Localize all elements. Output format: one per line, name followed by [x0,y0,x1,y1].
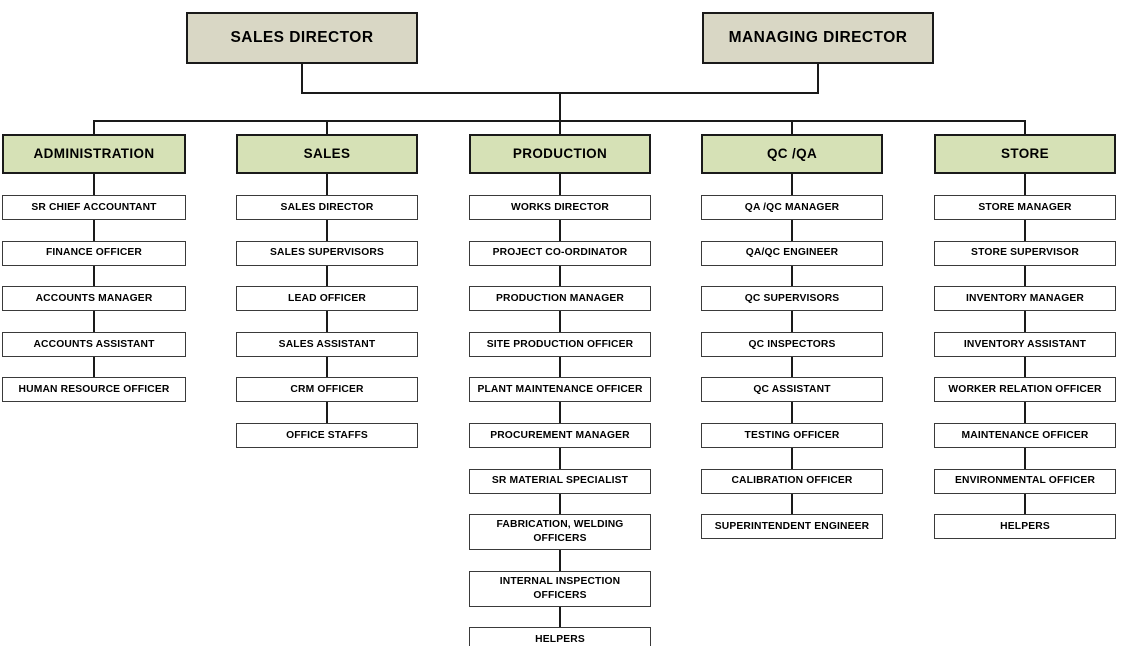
executive-stem-0 [301,64,303,94]
role-box-2-7[interactable]: FABRICATION, WELDING OFFICERS [469,514,651,551]
connector-2-8 [559,550,561,572]
role-box-2-1[interactable]: PROJECT CO-ORDINATOR [469,240,651,266]
role-box-2-5[interactable]: PROCUREMENT MANAGER [469,423,651,448]
role-box-4-3[interactable]: INVENTORY ASSISTANT [934,331,1116,357]
connector-2-1 [559,220,561,242]
connector-3-4 [791,356,793,379]
connector-2-3 [559,311,561,333]
connector-4-5 [1024,402,1026,424]
connector-4-0 [1024,174,1026,196]
department-stem-3 [791,120,793,136]
role-box-4-7[interactable]: HELPERS [934,514,1116,540]
connector-2-0 [559,174,561,196]
connector-1-2 [326,265,328,288]
department-stem-2 [559,120,561,136]
connector-1-4 [326,356,328,379]
connector-3-1 [791,220,793,242]
role-box-4-6[interactable]: ENVIRONMENTAL OFFICER [934,468,1116,494]
connector-1-3 [326,311,328,333]
role-box-0-2[interactable]: ACCOUNTS MANAGER [2,286,186,312]
department-header-4[interactable]: STORE [934,134,1116,174]
department-header-3[interactable]: QC /QA [701,134,883,174]
role-box-3-4[interactable]: QC ASSISTANT [701,377,883,403]
connector-3-0 [791,174,793,196]
department-header-2[interactable]: PRODUCTION [469,134,651,174]
role-box-4-5[interactable]: MAINTENANCE OFFICER [934,423,1116,448]
connector-2-2 [559,265,561,288]
role-box-3-7[interactable]: SUPERINTENDENT ENGINEER [701,514,883,540]
role-box-0-3[interactable]: ACCOUNTS ASSISTANT [2,331,186,357]
connector-0-0 [93,174,95,196]
role-box-2-0[interactable]: WORKS DIRECTOR [469,195,651,220]
executive-to-department-stem [559,92,561,122]
connector-3-6 [791,448,793,470]
connector-4-6 [1024,448,1026,470]
role-box-4-4[interactable]: WORKER RELATION OFFICER [934,377,1116,403]
department-header-1[interactable]: SALES [236,134,418,174]
department-stem-0 [93,120,95,136]
connector-1-0 [326,174,328,196]
connector-2-5 [559,402,561,424]
role-box-2-4[interactable]: PLANT MAINTENANCE OFFICER [469,377,651,403]
connector-2-9 [559,606,561,629]
connector-1-5 [326,402,328,424]
connector-2-4 [559,356,561,379]
connector-4-2 [1024,265,1026,288]
connector-2-7 [559,493,561,516]
role-box-3-6[interactable]: CALIBRATION OFFICER [701,468,883,494]
connector-0-2 [93,265,95,288]
role-box-1-4[interactable]: CRM OFFICER [236,377,418,403]
role-box-2-9[interactable]: HELPERS [469,627,651,646]
role-box-1-2[interactable]: LEAD OFFICER [236,286,418,312]
role-box-1-1[interactable]: SALES SUPERVISORS [236,240,418,266]
role-box-2-2[interactable]: PRODUCTION MANAGER [469,286,651,312]
connector-3-7 [791,493,793,516]
department-header-0[interactable]: ADMINISTRATION [2,134,186,174]
role-box-4-0[interactable]: STORE MANAGER [934,195,1116,220]
connector-4-1 [1024,220,1026,242]
role-box-2-3[interactable]: SITE PRODUCTION OFFICER [469,331,651,357]
connector-4-7 [1024,493,1026,516]
role-box-3-0[interactable]: QA /QC MANAGER [701,195,883,220]
role-box-0-0[interactable]: SR CHIEF ACCOUNTANT [2,195,186,220]
connector-0-4 [93,356,95,379]
role-box-0-1[interactable]: FINANCE OFFICER [2,240,186,266]
role-box-3-1[interactable]: QA/QC ENGINEER [701,240,883,266]
role-box-4-2[interactable]: INVENTORY MANAGER [934,286,1116,312]
role-box-2-6[interactable]: SR MATERIAL SPECIALIST [469,468,651,494]
connector-3-5 [791,402,793,424]
role-box-3-3[interactable]: QC INSPECTORS [701,331,883,357]
role-box-3-5[interactable]: TESTING OFFICER [701,423,883,448]
connector-3-3 [791,311,793,333]
connector-0-3 [93,311,95,333]
role-box-2-8[interactable]: INTERNAL INSPECTION OFFICERS [469,570,651,607]
connector-2-6 [559,448,561,470]
executive-box-0[interactable]: SALES DIRECTOR [186,12,418,64]
executive-box-1[interactable]: MANAGING DIRECTOR [702,12,934,64]
role-box-1-5[interactable]: OFFICE STAFFS [236,423,418,448]
connector-4-4 [1024,356,1026,379]
department-stem-1 [326,120,328,136]
role-box-4-1[interactable]: STORE SUPERVISOR [934,240,1116,266]
role-box-3-2[interactable]: QC SUPERVISORS [701,286,883,312]
connector-1-1 [326,220,328,242]
role-box-1-3[interactable]: SALES ASSISTANT [236,331,418,357]
connector-0-1 [93,220,95,242]
role-box-1-0[interactable]: SALES DIRECTOR [236,195,418,220]
role-box-0-4[interactable]: HUMAN RESOURCE OFFICER [2,377,186,403]
executive-stem-1 [817,64,819,94]
department-stem-4 [1024,120,1026,136]
connector-3-2 [791,265,793,288]
connector-4-3 [1024,311,1026,333]
